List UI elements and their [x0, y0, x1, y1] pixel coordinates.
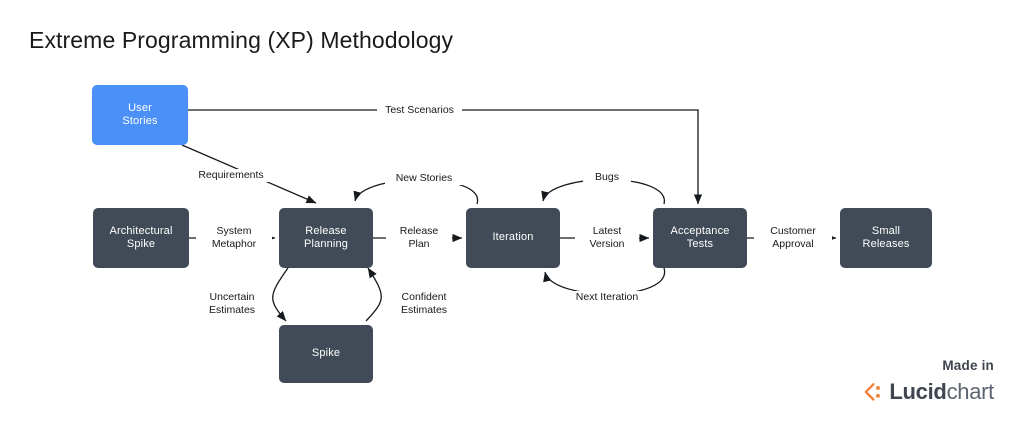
- edge-uncertain-estimates: [272, 267, 289, 322]
- node-spike[interactable]: Spike: [279, 325, 373, 383]
- node-iteration[interactable]: Iteration: [466, 208, 560, 268]
- lucidchart-logo-icon: [865, 383, 881, 401]
- wordmark-chart: chart: [946, 379, 995, 404]
- edge-label-next-iteration: Next Iteration: [562, 291, 652, 304]
- made-in-label: Made in: [942, 358, 994, 373]
- edge-test-scenarios: [188, 109, 703, 205]
- lucidchart-wordmark: Lucidchart: [889, 379, 994, 405]
- edge-label-test-scenarios: Test Scenarios: [377, 104, 462, 117]
- edge-label-new-stories: New Stories: [385, 172, 463, 185]
- edge-label-bugs: Bugs: [583, 171, 631, 184]
- edge-confident-estimates: [365, 267, 382, 322]
- wordmark-lucid: Lucid: [889, 379, 947, 404]
- page-title: Extreme Programming (XP) Methodology: [29, 27, 454, 53]
- edge-label-requirements: Requirements: [191, 169, 271, 182]
- lucidchart-logo: Lucidchart: [860, 379, 994, 405]
